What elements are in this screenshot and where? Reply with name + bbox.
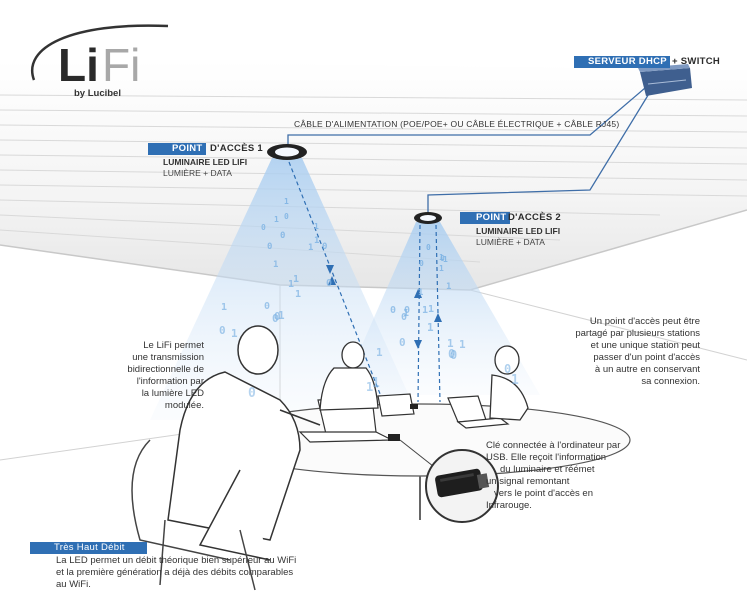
- note-line: une transmission: [132, 352, 204, 363]
- light-beam-2: [340, 222, 540, 395]
- cable-label: CÂBLE D'ALIMENTATION (POE/POE+ OU CÂBLE …: [294, 119, 620, 129]
- person-left: [167, 325, 321, 561]
- access-point-1-label: POINT D'ACCÈS 1 LUMINAIRE LED LIFI LUMIÈ…: [148, 143, 288, 183]
- debit-section: Très Haut Débit La LED permet un débit t…: [30, 542, 330, 598]
- note-line: un signal remontant: [486, 476, 570, 487]
- note-line: l'information par: [136, 376, 204, 387]
- chair-left: [131, 439, 256, 591]
- person-center: [319, 341, 379, 411]
- note-line: partagé par plusieurs stations: [575, 328, 700, 339]
- access-point-1-subtitle: LUMINAIRE LED LIFI: [163, 157, 248, 167]
- note-line: USB. Elle reçoit l'information: [486, 452, 607, 463]
- person-right: [489, 345, 529, 421]
- debit-tag: Très Haut Débit: [30, 542, 147, 554]
- access-point-2-subtitle: LUMINAIRE LED LIFI: [476, 226, 561, 236]
- note-line: Clé connectée à l'ordinateur par: [486, 440, 621, 451]
- usb-key-dongle: [388, 404, 418, 441]
- luminaire-2: [414, 212, 442, 224]
- note-line: et une unique station peut: [590, 340, 700, 351]
- laptop-center: [377, 393, 415, 417]
- note-line: Un point d'accès peut être: [589, 316, 700, 327]
- access-point-2-label: POINT D'ACCÈS 2 LUMINAIRE LED LIFI LUMIÈ…: [460, 212, 600, 252]
- server-suffix: + SWITCH: [672, 56, 721, 67]
- note-line: vers le point d'accès en: [494, 488, 593, 499]
- note-line: bidirectionnelle de: [127, 364, 204, 375]
- note-line: Infrarouge.: [486, 500, 532, 511]
- server-label: SERVEUR DHCP + SWITCH: [574, 56, 744, 68]
- laptop-right: [447, 395, 510, 429]
- access-point-1-title: D'ACCÈS 1: [210, 143, 263, 154]
- dhcp-server-switch: [638, 64, 692, 96]
- debit-line: au WiFi.: [56, 579, 91, 590]
- luminaire-1: [267, 144, 307, 160]
- note-sharing: Un point d'accès peut être partagé par p…: [530, 316, 700, 388]
- debit-text: La LED permet un débit théorique bien su…: [56, 555, 328, 591]
- server-tag: SERVEUR DHCP: [574, 56, 670, 68]
- note-line: sa connexion.: [641, 376, 700, 387]
- access-point-1-subline: LUMIÈRE + DATA: [163, 168, 232, 178]
- note-line: passer d'un point d'accès: [593, 352, 700, 363]
- infrared-signal: [288, 161, 441, 433]
- access-point-1-tag: POINT: [148, 143, 206, 155]
- note-line: à un autre en conservant: [594, 364, 700, 375]
- logo-fi: Fi: [102, 39, 141, 91]
- note-usb-key: Clé connectée à l'ordinateur par USB. El…: [486, 440, 676, 512]
- access-point-2-subline: LUMIÈRE + DATA: [476, 237, 545, 247]
- access-point-2-tag: POINT: [460, 212, 510, 224]
- access-point-2-title: D'ACCÈS 2: [508, 212, 561, 223]
- note-line: Le LiFi permet: [143, 340, 204, 351]
- note-bidirectional: Le LiFi permet une transmission bidirect…: [76, 340, 204, 412]
- meeting-table: [209, 403, 631, 520]
- usb-key-zoom: [399, 439, 499, 523]
- note-line: du luminaire et réémet: [500, 464, 595, 475]
- logo-byline: by Lucibel: [74, 88, 121, 99]
- debit-line: et la première génération a déjà des déb…: [56, 567, 294, 578]
- power-data-cable: [287, 87, 651, 218]
- logo-li: Li: [58, 39, 99, 91]
- note-line: modulée.: [164, 400, 204, 411]
- debit-line: La LED permet un débit théorique bien su…: [56, 555, 297, 566]
- signal-arrows: [326, 265, 442, 349]
- lifi-logo: Li Fi by Lucibel: [20, 18, 170, 99]
- note-line: la lumière LED: [141, 388, 204, 399]
- logo-swoosh-icon: [31, 24, 169, 81]
